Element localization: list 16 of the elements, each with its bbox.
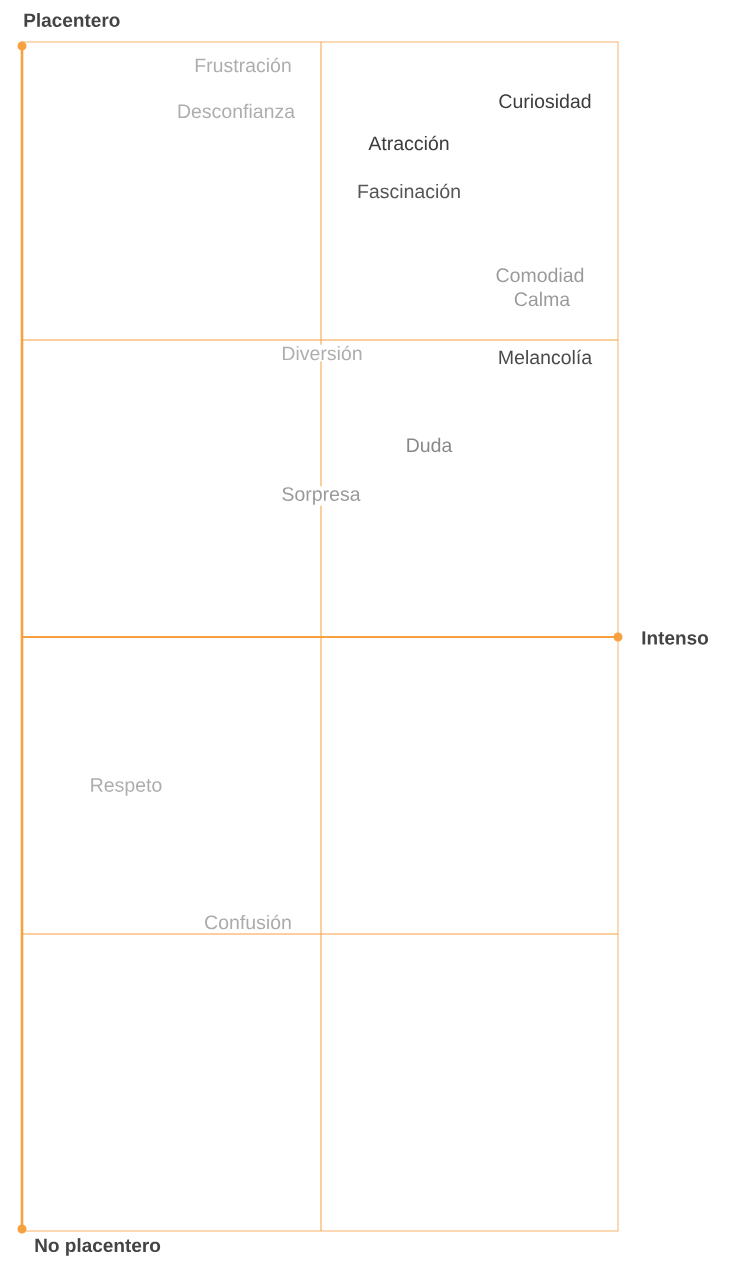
emotion-label: Frustración [193,56,293,74]
emotion-label: Atracción [367,134,451,152]
emotion-label: Calma [512,290,572,308]
emotion-label: Respeto [88,777,164,797]
emotion-label: Duda [404,436,454,454]
emotion-label: Fascinación [356,182,463,200]
emotion-label: Melancolía [496,348,594,366]
axis-label: Intenso [640,630,710,646]
emotion-label: Desconfianza [175,102,297,120]
emotion-label: Diversión [280,344,364,362]
axis-label: No placentero [33,1237,162,1257]
emotion-label: Curiosidad [497,92,593,110]
emotion-label: Confusión [203,913,293,931]
emotion-label: Sorpresa [280,486,362,506]
emotion-label: Comodiad [494,266,586,284]
axis-label: Placentero [22,12,122,28]
